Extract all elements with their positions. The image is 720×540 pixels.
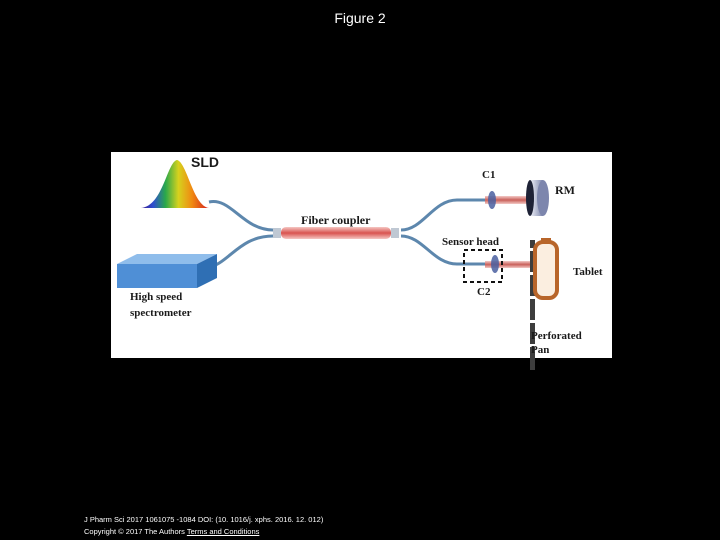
c1-label: C1: [482, 169, 496, 181]
rm-label: RM: [555, 183, 575, 197]
spectrometer-label-line1: High speed: [130, 291, 183, 303]
diagram-svg: [117, 160, 559, 370]
collimator-c2-lens: [491, 255, 499, 273]
spectrometer-box: [117, 254, 217, 288]
sld-spectrum-shape: [141, 160, 209, 208]
pan-label-line1: Perforated: [531, 330, 582, 342]
fiber-coupler-label: Fiber coupler: [301, 213, 371, 227]
slide-title: Figure 2: [334, 10, 386, 26]
sld-label: SLD: [191, 154, 219, 170]
reference-beam: [485, 196, 533, 204]
terms-link[interactable]: Terms and Conditions: [186, 527, 260, 536]
perforated-pan: [530, 240, 535, 370]
pan-label-line2: Pan: [531, 344, 550, 356]
copyright-line: Copyright © 2017 The Authors Terms and C…: [84, 527, 259, 536]
tablet-shape: [533, 238, 559, 300]
fiber-coupler: [273, 227, 399, 239]
citation-text: J Pharm Sci 2017 1061075 -1084 DOI: (10.…: [84, 515, 324, 524]
figure-panel: SLD Fiber coupler High speed spectromete…: [111, 152, 612, 370]
sample-beam: [485, 261, 533, 268]
c2-label: C2: [477, 286, 491, 298]
collimator-c1-lens: [488, 191, 496, 209]
copyright-text: Copyright © 2017 The Authors: [84, 527, 185, 536]
spectrometer-label-line2: spectrometer: [130, 307, 192, 319]
tablet-label: Tablet: [573, 266, 603, 278]
sensor-head-label: Sensor head: [442, 236, 499, 248]
reference-mirror: [526, 180, 549, 216]
